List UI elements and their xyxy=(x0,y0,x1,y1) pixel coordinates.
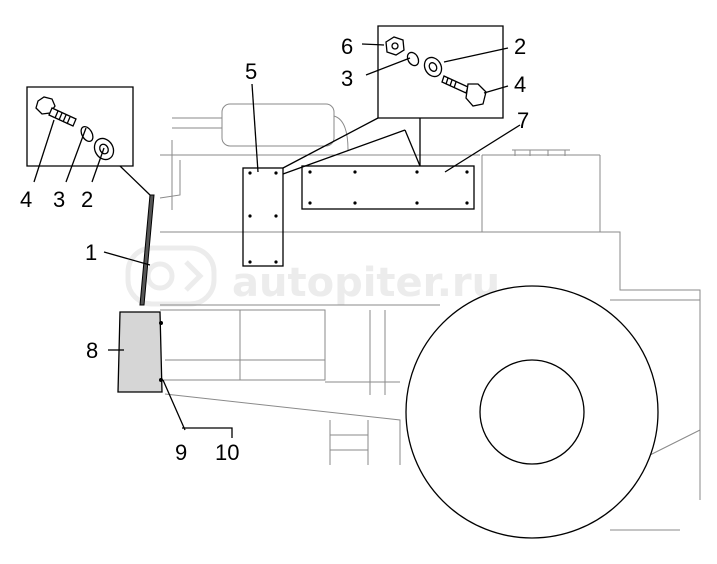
callout-4-left: 4 xyxy=(20,187,32,212)
callout-8: 8 xyxy=(86,338,98,363)
callout-9: 9 xyxy=(175,440,187,465)
leader-lines xyxy=(33,43,521,438)
callout-10: 10 xyxy=(215,440,239,465)
cover-plate-7 xyxy=(301,165,475,210)
plate-7-bolt-holes xyxy=(308,170,469,205)
lock-washer-icon xyxy=(406,51,420,67)
mounting-strip-1 xyxy=(139,194,155,306)
plate-5-bolt-holes xyxy=(248,171,278,264)
cover-plate-5 xyxy=(242,167,284,267)
flat-washer-icon xyxy=(423,56,443,78)
guard-cover-8 xyxy=(117,311,163,393)
watermark-logo-icon xyxy=(125,245,217,307)
nut-icon xyxy=(385,36,405,56)
watermark-text: autopiter.ru xyxy=(232,260,500,306)
machine-body xyxy=(159,103,701,531)
callout-3-left: 3 xyxy=(53,187,65,212)
callout-5: 5 xyxy=(245,59,257,84)
callout-4-right: 4 xyxy=(514,72,526,97)
callout-7: 7 xyxy=(517,108,529,133)
callout-2-right: 2 xyxy=(514,34,526,59)
wheel xyxy=(405,285,659,539)
callout-2-left: 2 xyxy=(81,187,93,212)
bolt-icon xyxy=(35,96,77,127)
callout-6: 6 xyxy=(341,34,353,59)
watermark: autopiter.ru xyxy=(125,245,500,307)
callout-1: 1 xyxy=(85,240,97,265)
callout-3-right: 3 xyxy=(341,66,353,91)
detail-box-left xyxy=(26,86,151,196)
detail-box-right xyxy=(282,25,504,175)
bolt-icon xyxy=(441,75,487,107)
callout-labels: 4 3 2 1 5 6 3 2 4 7 8 9 10 xyxy=(20,34,529,465)
